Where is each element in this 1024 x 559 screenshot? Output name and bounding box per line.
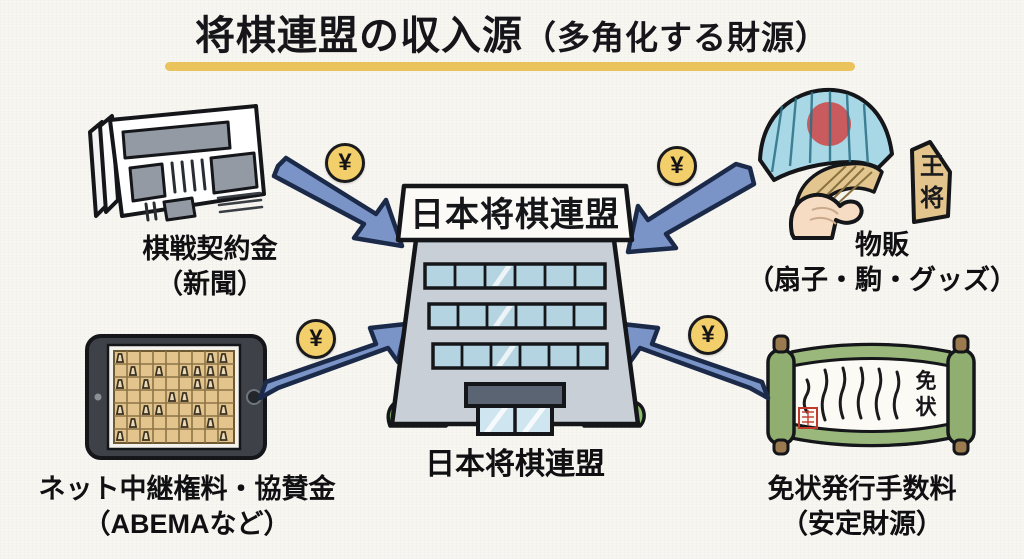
scroll-char-1: 免: [916, 369, 937, 393]
arrow-top-right-to-center: [624, 161, 757, 256]
source-label-line1: 免状発行手数料: [767, 474, 957, 504]
center-caption: 日本将棋連盟: [385, 446, 645, 484]
source-label-line2: （ABEMAなど）: [83, 508, 291, 539]
shogi-piece-char-2: 将: [920, 185, 944, 212]
coin-icon-bottom-right: ¥: [688, 315, 728, 355]
tablet-shogi-icon: [84, 333, 268, 461]
source-label-buppan: 物販 （扇子・駒・グッズ）: [740, 228, 1024, 297]
page-title: 将棋連盟の収入源（多角化する財源）: [0, 14, 1024, 59]
source-label-line1: 物販: [855, 230, 909, 260]
source-label-line1: 棋戦契約金: [142, 234, 278, 264]
shogi-piece-char-1: 王: [920, 154, 944, 180]
source-label-line2: （扇子・駒・グッズ）: [747, 264, 1017, 295]
newspaper-icon: [78, 92, 273, 237]
source-label-line2: （安定財源）: [781, 508, 943, 539]
source-label-line2: （新聞）: [156, 268, 264, 299]
scroll-char-2: 状: [916, 395, 938, 419]
building-icon: 日本将棋連盟: [380, 178, 650, 436]
center-caption-text: 日本将棋連盟: [425, 448, 605, 481]
scroll-certificate-icon: 免 状: [752, 332, 987, 457]
source-label-kisen-keiyakukin: 棋戦契約金 （新聞）: [56, 232, 364, 301]
coin-icon-top-left: ¥: [325, 143, 365, 183]
source-label-net-chukei-kenryo: ネット中継権料・協賛金 （ABEMAなど）: [6, 472, 368, 541]
arrow-top-left-to-center: [271, 155, 408, 250]
hand-holding-fan-icon: 王 将: [752, 87, 957, 240]
title-underline: [165, 62, 855, 71]
source-label-line1: ネット中継権料・協賛金: [38, 474, 336, 504]
page-title-main: 将棋連盟の収入源（多角化する財源）: [195, 14, 829, 58]
building-sign-text: 日本将棋連盟: [410, 196, 620, 234]
coin-icon-top-right: ¥: [657, 146, 697, 186]
page-title-sub: （多角化する財源）: [523, 19, 829, 56]
coin-icon-bottom-left: ¥: [296, 319, 336, 359]
source-label-menjo-hakko-tesuryo: 免状発行手数料 （安定財源）: [700, 472, 1024, 541]
